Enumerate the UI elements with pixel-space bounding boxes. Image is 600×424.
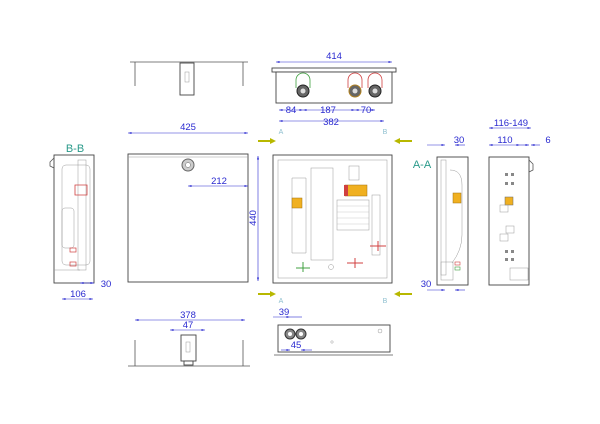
dim-382: 382 <box>323 117 339 128</box>
dim-bb-30: 30 <box>101 279 112 290</box>
dim-187: 187 <box>320 105 336 116</box>
unit-bottom-view: 39 45 <box>273 307 393 356</box>
door-top-view <box>130 61 248 96</box>
dim-45: 45 <box>291 340 302 351</box>
cut-mark-b-top: B <box>383 129 388 136</box>
dim-414: 414 <box>326 51 342 62</box>
section-label-bb: B-B <box>66 143 84 155</box>
dim-116-149: 116-149 <box>494 118 528 129</box>
cut-mark-b-bottom: B <box>383 298 388 305</box>
pipe-connection-red-1 <box>347 72 363 98</box>
dim-84: 84 <box>286 105 297 116</box>
door-bottom-view: 378 47 <box>128 310 250 367</box>
dim-aa-30-top: 30 <box>454 135 465 146</box>
dim-110: 110 <box>497 135 512 146</box>
dim-6: 6 <box>545 135 550 146</box>
dim-106: 106 <box>70 289 86 300</box>
unit-top-view: 414 84 187 70 382 A B <box>271 51 397 136</box>
dim-378: 378 <box>180 310 196 321</box>
dim-440: 440 <box>248 210 259 226</box>
section-b-b: B-B 30 106 <box>49 143 112 301</box>
front-door-view: 425 212 440 <box>127 122 260 283</box>
pipe-connection-red-2 <box>367 72 383 98</box>
dim-39: 39 <box>279 307 290 318</box>
dim-70: 70 <box>361 105 372 116</box>
dim-425: 425 <box>180 122 196 133</box>
section-a-a: A-A 30 30 <box>413 135 469 292</box>
dim-47: 47 <box>183 320 194 331</box>
dim-212: 212 <box>211 176 227 187</box>
pipe-connection-green <box>295 72 311 98</box>
section-label-aa: A-A <box>413 159 432 171</box>
unit-side-view: 116-149 110 6 <box>488 118 551 286</box>
unit-internal-view: A B <box>258 138 412 305</box>
cut-mark-a-top: A <box>279 129 284 136</box>
cut-mark-a-bottom: A <box>279 298 284 305</box>
dim-aa-30-bottom: 30 <box>421 279 432 290</box>
